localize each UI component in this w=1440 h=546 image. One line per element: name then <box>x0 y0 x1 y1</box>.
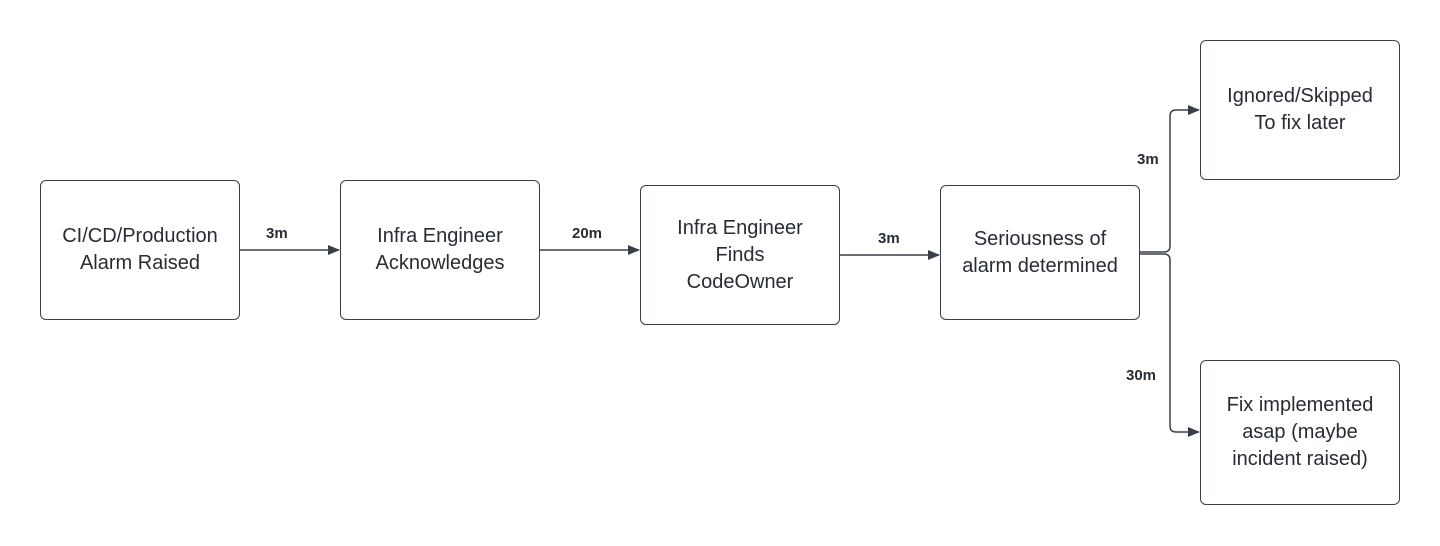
node-ignored-skipped: Ignored/Skipped To fix later <box>1200 40 1400 180</box>
edge-serious-to-ignored <box>1140 105 1200 253</box>
edge-label-serious-to-ignored: 3m <box>1135 151 1161 169</box>
edge-label-finds-to-serious: 3m <box>876 230 902 248</box>
node-finds-codeowner: Infra Engineer Finds CodeOwner <box>640 185 840 325</box>
node-alarm-raised-label: CI/CD/Production Alarm Raised <box>62 225 218 274</box>
node-ignored-skipped-label: Ignored/Skipped To fix later <box>1227 85 1373 134</box>
edge-label-serious-to-fix: 30m <box>1124 367 1159 385</box>
node-finds-codeowner-label: Infra Engineer Finds CodeOwner <box>677 216 803 293</box>
node-alarm-raised: CI/CD/Production Alarm Raised <box>40 180 240 320</box>
edge-label-ack-to-finds: 20m <box>570 225 605 243</box>
node-engineer-acknowledges-label: Infra Engineer Acknowledges <box>375 225 505 274</box>
node-fix-implemented: Fix implemented asap (maybe incident rai… <box>1200 360 1400 505</box>
node-seriousness-determined: Seriousness of alarm determined <box>940 185 1140 320</box>
edge-serious-to-fix <box>1140 253 1200 437</box>
node-fix-implemented-label: Fix implemented asap (maybe incident rai… <box>1226 394 1374 470</box>
node-engineer-acknowledges: Infra Engineer Acknowledges <box>340 180 540 320</box>
edge-label-alarm-to-ack: 3m <box>264 225 290 243</box>
node-seriousness-determined-label: Seriousness of alarm determined <box>962 227 1118 277</box>
